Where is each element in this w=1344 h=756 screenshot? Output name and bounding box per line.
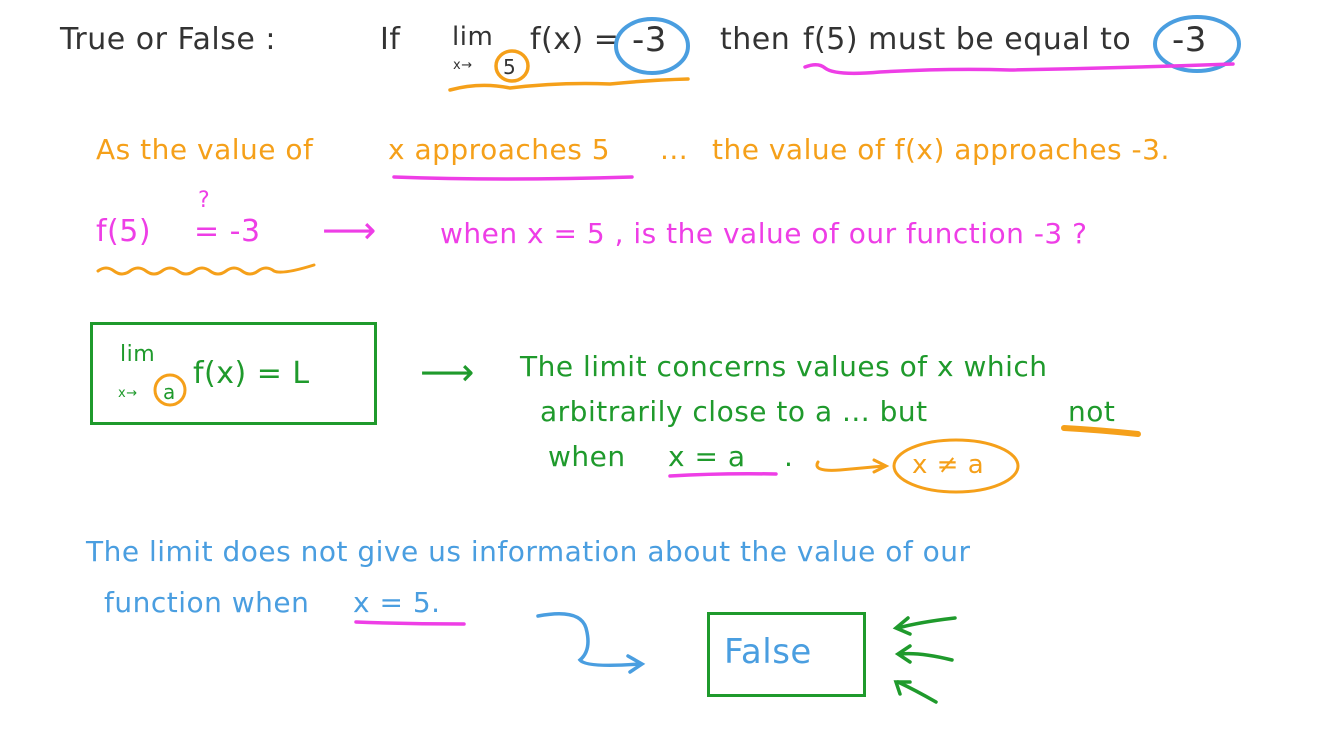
question-if: If [380, 22, 401, 57]
question-lim-subscript-val: 5 [503, 55, 517, 79]
answer-box [707, 612, 866, 697]
question-then: then [720, 22, 791, 57]
underline-annotation [392, 175, 634, 181]
definition-subscript-var: x→ [118, 386, 138, 401]
line1-part4: the value of f(x) approaches -3. [712, 133, 1170, 166]
pointer-arrows-icon [892, 616, 957, 704]
line1-ellipsis: ... [660, 133, 689, 166]
explanation-line3c: . [784, 440, 794, 473]
underline-annotation [448, 77, 690, 92]
conclusion-line2b: x = 5. [353, 586, 441, 619]
question-must-value: -3 [1172, 20, 1207, 60]
line1-part1: As the value of [96, 133, 314, 166]
question-fx: f(x) = [530, 22, 620, 57]
curved-arrow-icon [536, 612, 642, 668]
definition-fx: f(x) = L [193, 356, 310, 391]
underline-annotation [96, 263, 316, 276]
explanation-result: x ≠ a [912, 450, 985, 480]
underline-annotation [354, 620, 466, 626]
definition-lim: lim [120, 342, 156, 367]
explanation-arrow: ⟶ [420, 350, 475, 394]
question-lim: lim [452, 22, 494, 52]
explanation-line1: The limit concerns values of x which [520, 350, 1048, 383]
question-f5-clause: f(5) must be equal to [803, 22, 1132, 57]
curved-arrow-icon [815, 460, 886, 472]
question-lim-subscript-var: x→ [453, 58, 473, 73]
conclusion-line1: The limit does not give us information a… [86, 535, 971, 568]
question-limit-value: -3 [632, 20, 667, 60]
underline-annotation [1061, 425, 1141, 437]
question-prefix: True or False : [60, 22, 276, 57]
limit-definition-box [90, 322, 377, 425]
explanation-line2b: not [1068, 395, 1116, 428]
line2-arrow: ⟶ [322, 208, 377, 252]
answer-label: False [724, 632, 812, 672]
explanation-line2a: arbitrarily close to a ... but [540, 395, 928, 428]
line2-lhs: f(5) [96, 214, 152, 249]
definition-subscript-val: a [163, 380, 176, 404]
line2-question-mark: ? [198, 188, 211, 213]
line2-rhs: when x = 5 , is the value of our functio… [440, 217, 1088, 250]
conclusion-line2a: function when [104, 586, 310, 619]
underline-annotation [668, 472, 778, 478]
explanation-line3a: when [548, 440, 626, 473]
line1-part2: x approaches 5 [388, 133, 611, 166]
explanation-line3b: x = a [668, 440, 746, 473]
line2-eq: = -3 [194, 214, 261, 249]
underline-annotation [803, 62, 1235, 76]
